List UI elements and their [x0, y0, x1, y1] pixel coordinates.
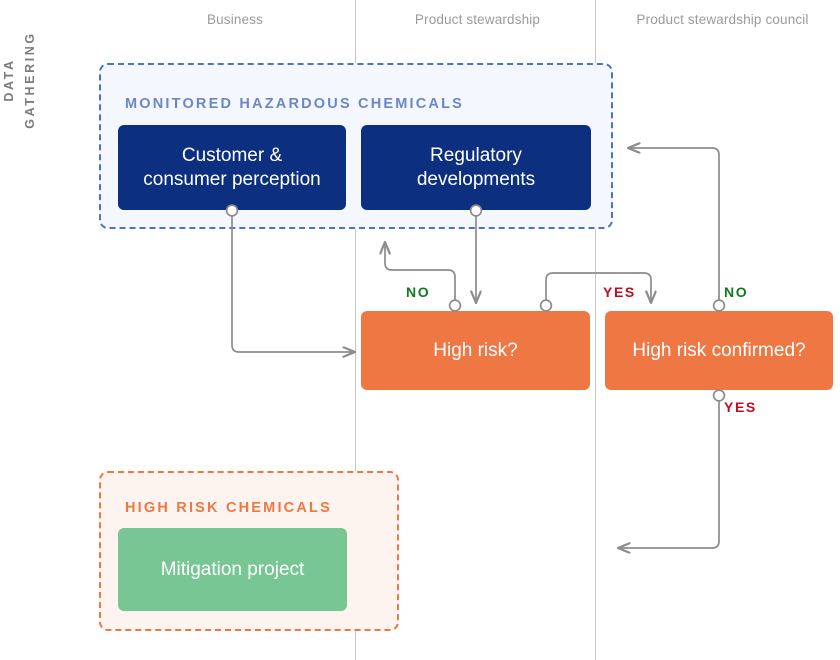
edge-label-high-risk-confirmed-yes: YES [724, 399, 757, 415]
lane-header-product-stewardship: Product stewardship [414, 12, 541, 27]
lane-divider-right [595, 0, 596, 660]
edge-label-high-risk-confirmed-no: NO [724, 284, 749, 300]
group-title-monitored-hazardous-chemicals: MONITORED HAZARDOUS CHEMICALS [125, 96, 465, 112]
connector-dot-high-risk-confirmed-no [712, 299, 726, 312]
connector-dot-high-risk-confirmed-yes [712, 389, 726, 402]
node-customer-consumer-perception[interactable]: Customer & consumer perception [118, 125, 346, 210]
edge-high-risk-confirmed-no [628, 148, 720, 301]
node-mitigation-project[interactable]: Mitigation project [118, 528, 347, 611]
node-high-risk[interactable]: High risk? [361, 311, 590, 390]
node-high-risk-confirmed[interactable]: High risk confirmed? [605, 311, 833, 390]
lane-header-business: Business [207, 12, 263, 27]
connector-dot-high-risk-yes [539, 299, 553, 312]
lane-header-product-stewardship-council: Product stewardship council [636, 12, 809, 27]
lane-divider-left-bottom [355, 631, 356, 660]
edge-label-high-risk-yes: YES [603, 284, 636, 300]
edge-high-risk-confirmed-yes [618, 400, 720, 548]
edge-customer-to-high-risk [231, 215, 355, 352]
stage-label-data-gathering-line1: DATA [2, 58, 16, 102]
node-regulatory-developments[interactable]: Regulatory developments [361, 125, 591, 210]
group-title-high-risk-chemicals: HIGH RISK CHEMICALS [125, 500, 332, 516]
edge-label-high-risk-no: NO [406, 284, 431, 300]
stage-label-data-gathering-line2: GATHERING [23, 31, 37, 129]
connector-dot-high-risk-no [448, 299, 462, 312]
